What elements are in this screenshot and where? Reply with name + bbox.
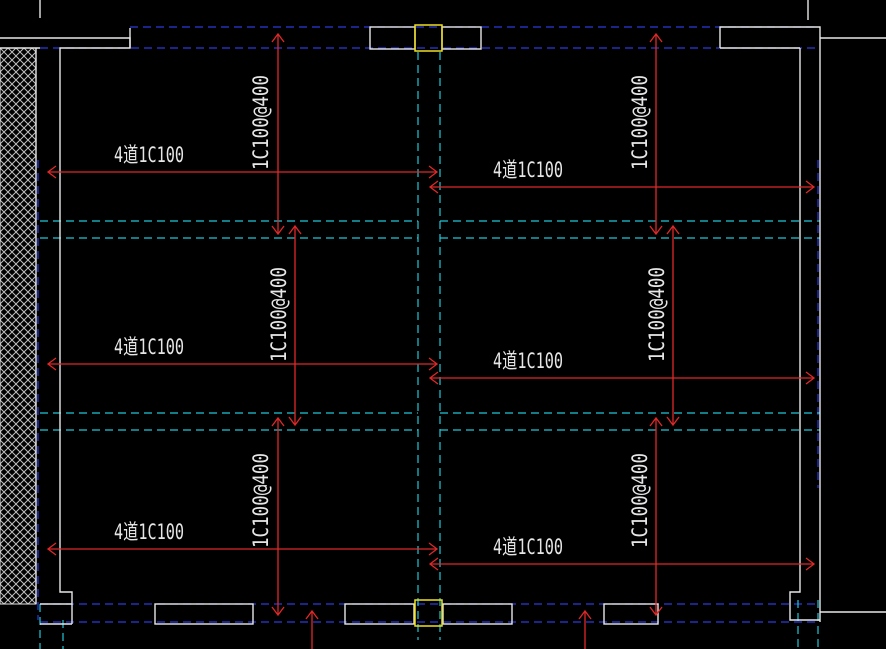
label-h-row2-left: 4道1C100 <box>114 335 184 359</box>
vertical-rebar-labels: 1C100@400 1C100@400 1C100@400 1C100@400 … <box>249 75 669 548</box>
label-h-row1-right: 4道1C100 <box>493 158 563 182</box>
column-top[interactable] <box>414 24 443 52</box>
column-bottom[interactable] <box>414 599 443 627</box>
label-h-row3-right: 4道1C100 <box>493 535 563 559</box>
label-v-row2-left: 1C100@400 <box>267 267 291 362</box>
label-v-row3-left: 1C100@400 <box>249 453 273 548</box>
label-v-row2-right: 1C100@400 <box>645 267 669 362</box>
label-v-row1-right: 1C100@400 <box>628 75 652 170</box>
label-v-row3-right: 1C100@400 <box>628 453 652 548</box>
hatched-wall <box>0 47 37 605</box>
rebar-lines <box>46 32 816 649</box>
horizontal-rebar-labels: 4道1C100 4道1C100 4道1C100 4道1C100 4道1C100 … <box>114 143 563 559</box>
wall-outlines <box>0 0 886 625</box>
label-h-row1-left: 4道1C100 <box>114 143 184 167</box>
label-v-row1-left: 1C100@400 <box>249 75 273 170</box>
label-h-row2-right: 4道1C100 <box>493 349 563 373</box>
beam-lines <box>39 52 820 649</box>
label-h-row3-left: 4道1C100 <box>114 520 184 544</box>
